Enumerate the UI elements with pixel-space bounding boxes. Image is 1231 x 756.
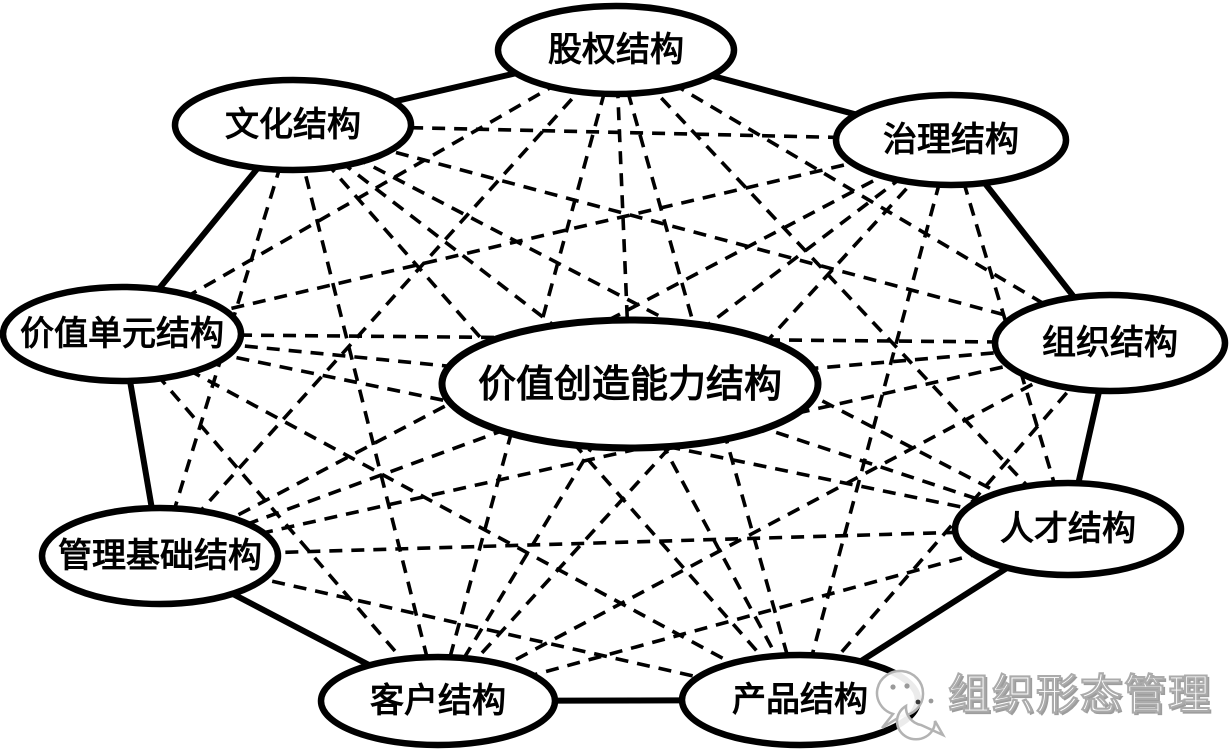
node-ellipse-talent-structure (951, 479, 1185, 579)
node-ellipse-governance-structure (832, 91, 1070, 189)
edge-talent-structure--value-unit-structure (121, 332, 1069, 531)
wechat-small-bubble-eye-right (928, 698, 934, 704)
edge-value-creation-capability-structure--customer-structure (436, 383, 632, 702)
wechat-big-bubble-eye-right (904, 683, 910, 689)
edge-talent-structure--culture-structure (292, 123, 1069, 531)
edge-product-structure--value-unit-structure (121, 332, 801, 702)
node-ellipse-value-unit-structure (0, 283, 245, 385)
edge-organization-structure--product-structure (798, 341, 1112, 702)
node-label-equity-structure: 股权结构 (548, 30, 684, 70)
node-ellipse-equity-structure (494, 2, 738, 98)
wechat-big-bubble (875, 669, 925, 730)
node-ellipse-customer-structure (317, 653, 559, 749)
wechat-small-bubble-eye-left (915, 699, 921, 705)
edge-organization-structure--customer-structure (437, 341, 1111, 703)
wechat-big-bubble-eye-left (890, 684, 896, 690)
edge-equity-structure--organization-structure (615, 48, 1111, 345)
edge-value-creation-capability-structure--management-foundation-structure (159, 382, 631, 558)
edge-equity-structure--value-unit-structure (121, 48, 617, 336)
node-label-management-foundation-structure: 管理基础结构 (58, 536, 262, 576)
edge-organization-structure--culture-structure (292, 123, 1111, 345)
edge-value-creation-capability-structure--product-structure (628, 383, 802, 701)
node-label-culture-structure: 文化结构 (225, 105, 361, 145)
edge-governance-structure--product-structure (798, 139, 953, 701)
edge-customer-structure--culture-structure (291, 124, 440, 702)
node-label-value-unit-structure: 价值单元结构 (20, 314, 224, 354)
node-label-organization-structure: 组织结构 (1042, 323, 1178, 363)
node-ellipse-culture-structure (171, 76, 415, 174)
node-label-value-creation-capability-structure: 价值创造能力结构 (478, 362, 782, 406)
watermark-text: 组织形态管理 (948, 670, 1212, 719)
node-label-talent-structure: 人才结构 (1000, 509, 1136, 549)
wechat-small-bubble (895, 703, 947, 741)
watermark-text-shadow: 组织形态管理 (950, 672, 1214, 721)
edge-equity-structure--management-foundation-structure (158, 48, 618, 558)
edge-governance-structure--value-unit-structure (121, 138, 952, 336)
node-ellipse-management-foundation-structure (38, 504, 282, 608)
node-ellipse-organization-structure (991, 291, 1229, 395)
node-label-customer-structure: 客户结构 (370, 681, 506, 721)
wechat-bubbles-icon (875, 669, 947, 741)
node-label-product-structure: 产品结构 (732, 680, 868, 720)
watermark: 组织形态管理 组织形态管理 (875, 669, 1214, 741)
edge-talent-structure--management-foundation-structure (159, 527, 1069, 558)
node-label-governance-structure: 治理结构 (883, 120, 1019, 160)
edge-customer-structure--value-unit-structure (120, 332, 440, 703)
node-ellipse-value-creation-capability-structure (438, 316, 822, 452)
